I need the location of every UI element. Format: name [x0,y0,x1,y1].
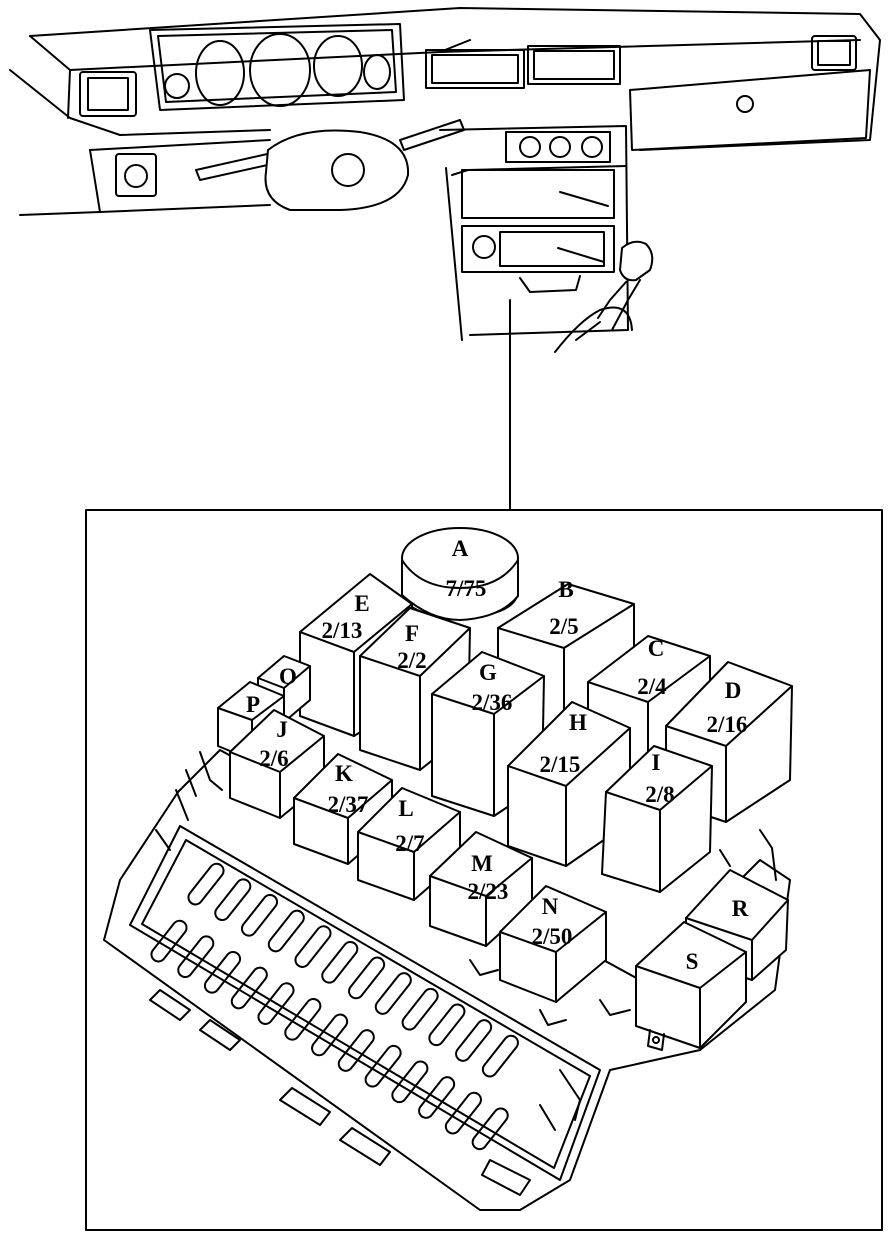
fuse-slot [455,1019,493,1062]
fuse-slot [294,925,332,968]
relay-M-code: 2/23 [468,879,509,904]
relay-box-frame [85,509,883,1231]
fuse-slot [391,1060,429,1104]
relay-C-code: 2/4 [637,674,667,699]
relay-F-code: 2/2 [397,648,426,673]
fuse-slot [177,935,215,979]
relay-D-letter: D [725,678,742,703]
fuse-slot [348,956,386,1000]
fuse-slot [481,1034,519,1078]
relay-J-letter: J [276,717,288,742]
relay-B-code: 2/5 [549,614,578,639]
relay-D-code: 2/16 [707,712,748,737]
relay-L-code: 2/7 [395,831,424,856]
fuse-slot [150,919,188,963]
fuse-slot [230,966,268,1010]
fuse-slot [257,982,295,1025]
fuse-slot [428,1003,466,1047]
relay-H-code: 2/15 [540,752,581,777]
fuse-slot [418,1076,456,1119]
relay-K-code: 2/37 [328,792,369,817]
relay-A: A 7/75 [401,527,519,621]
relay-I: I 2/8 [601,745,713,893]
relay-I-letter: I [652,750,661,775]
fuse-slot [444,1091,482,1135]
relay-J-code: 2/6 [259,746,288,771]
relay-S: S [635,921,747,1051]
fuse-slot [203,950,242,994]
dashboard-illustration [9,7,881,511]
relay-I-code: 2/8 [645,782,674,807]
relay-H-letter: H [569,710,587,735]
relay-A-code: 7/75 [446,576,487,601]
fuse-slot [214,878,252,922]
fuse-slot [374,972,412,1015]
fuse-slot [401,987,439,1031]
fuse-slot [321,940,359,984]
fuse-slot [471,1107,509,1151]
fuse-slot [240,893,279,937]
fuse-slot [311,1013,349,1057]
relay-F-letter: F [405,621,419,646]
relay-R-letter: R [732,896,749,921]
relay-N: N 2/50 [499,885,607,1003]
relay-N-code: 2/50 [532,924,573,949]
relay-E-letter: E [354,591,369,616]
relay-P-letter: P [246,692,260,717]
relay-M: M 2/23 [429,831,533,947]
relay-S-letter: S [686,949,699,974]
relay-N-letter: N [542,894,559,919]
relay-panel: A 7/75 B 2/5 C 2/4 D 2/16 [103,527,793,1211]
relay-K-letter: K [335,761,353,786]
relay-G-code: 2/36 [472,690,513,715]
relay-O-letter: O [279,664,297,689]
fuse-slot [364,1044,402,1088]
fuse-slot [284,997,322,1041]
relay-B-letter: B [558,577,573,602]
relay-C-letter: C [648,636,665,661]
relay-E-code: 2/13 [322,618,363,643]
relay-A-letter: A [452,536,469,561]
fuse-slot [267,909,305,953]
fuse-slot [187,862,225,906]
fuse-tray [129,825,601,1181]
fuse-slot [337,1029,375,1072]
relay-M-letter: M [471,851,493,876]
relay-G-letter: G [479,660,497,685]
relay-L-letter: L [398,796,413,821]
